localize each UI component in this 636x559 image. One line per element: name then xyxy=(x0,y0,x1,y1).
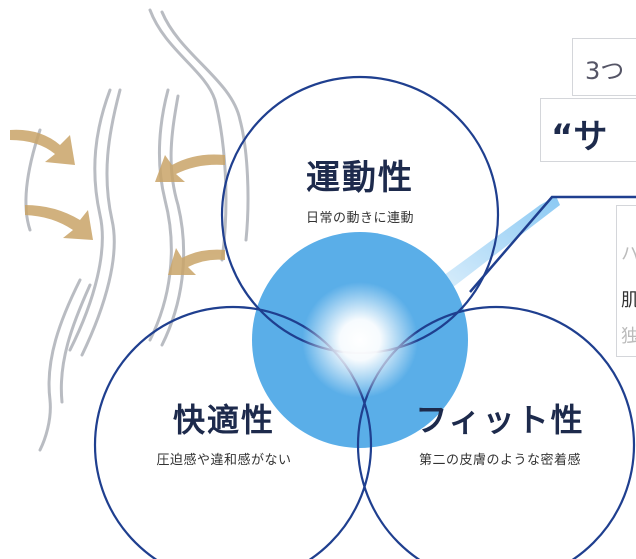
center-glow xyxy=(302,282,418,398)
mobility-subtitle: 日常の動きに連動 xyxy=(305,211,414,226)
comfort-title: 快適性 xyxy=(172,401,275,439)
mobility-label: 運動性 日常の動きに連動 xyxy=(240,150,480,226)
comfort-label: 快適性 圧迫感や違和感がない xyxy=(104,395,344,468)
circle-comfort xyxy=(93,305,373,559)
circle-fit xyxy=(356,305,636,559)
headline-number: 3つ xyxy=(585,57,625,85)
arrow-icon xyxy=(10,129,225,275)
body-sketch xyxy=(24,8,250,452)
side-text-box: ハ 肌 独 xyxy=(616,205,636,357)
fit-subtitle: 第二の皮膚のような密着感 xyxy=(418,453,581,468)
side-text-line2: 肌 xyxy=(621,286,636,312)
side-text-line3: 独 xyxy=(621,322,636,348)
fit-label: フィット性 第二の皮膚のような密着感 xyxy=(380,395,620,468)
mobility-title: 運動性 xyxy=(306,158,414,198)
callout-line xyxy=(469,195,636,293)
headline-quote-box: “サ xyxy=(540,98,636,162)
headline-quote: “サ xyxy=(551,117,608,157)
side-text-line1: ハ xyxy=(621,240,636,266)
headline-number-box: 3つ xyxy=(572,38,636,96)
fit-title: フィット性 xyxy=(415,401,585,439)
comfort-subtitle: 圧迫感や違和感がない xyxy=(156,453,292,468)
